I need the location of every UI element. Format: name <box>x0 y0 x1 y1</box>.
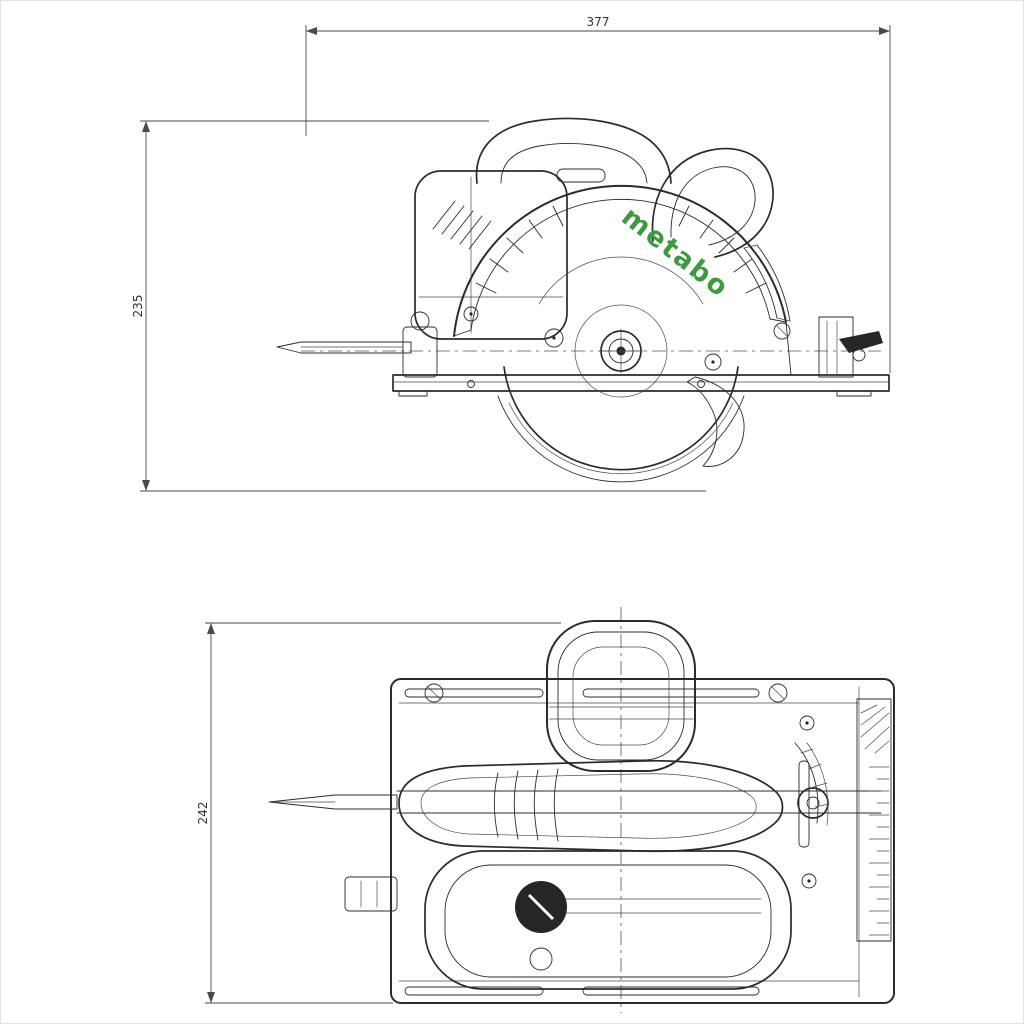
right-guide-rail <box>799 698 892 942</box>
main-handle <box>475 117 672 184</box>
dimension-top-width: 242 <box>196 622 561 1004</box>
dimension-side-height: 235 <box>131 120 706 492</box>
riving-rod <box>268 794 398 810</box>
switch-trigger <box>556 168 606 183</box>
motor-housing <box>414 170 568 340</box>
lower-guard-top <box>424 850 792 990</box>
rear-bracket <box>818 316 883 378</box>
blade-arbor <box>574 304 668 398</box>
motor-top <box>546 620 696 772</box>
dim-label-377: 377 <box>587 15 610 29</box>
screws-side-view <box>463 306 722 371</box>
clamp-lever <box>839 331 883 353</box>
rear-handle-loop <box>651 147 774 258</box>
base-plate <box>392 374 890 397</box>
blade-guard: metabo <box>453 184 792 376</box>
guide-rod <box>276 311 438 378</box>
dim-label-235: 235 <box>131 295 145 318</box>
base-screws <box>424 683 788 703</box>
base-plate-top <box>390 678 895 1004</box>
motor-vent-slats <box>432 200 492 250</box>
dim-label-242: 242 <box>196 802 210 825</box>
hatch-area <box>860 704 890 754</box>
grip-ribs <box>493 768 559 842</box>
adjust-knob-top <box>794 742 830 848</box>
side-view: metabo <box>276 117 890 483</box>
depth-adjust-sector <box>743 244 791 340</box>
handle-top <box>398 759 784 853</box>
dimension-overall-length: 377 <box>305 15 891 373</box>
top-view <box>268 607 895 1013</box>
depth-scale-ticks <box>868 766 890 936</box>
guard-vent-slats <box>475 205 767 294</box>
blade-slot <box>268 790 882 814</box>
left-clamp-block <box>344 876 398 912</box>
saw-blade <box>497 366 745 483</box>
lower-guard-lever <box>686 376 745 467</box>
